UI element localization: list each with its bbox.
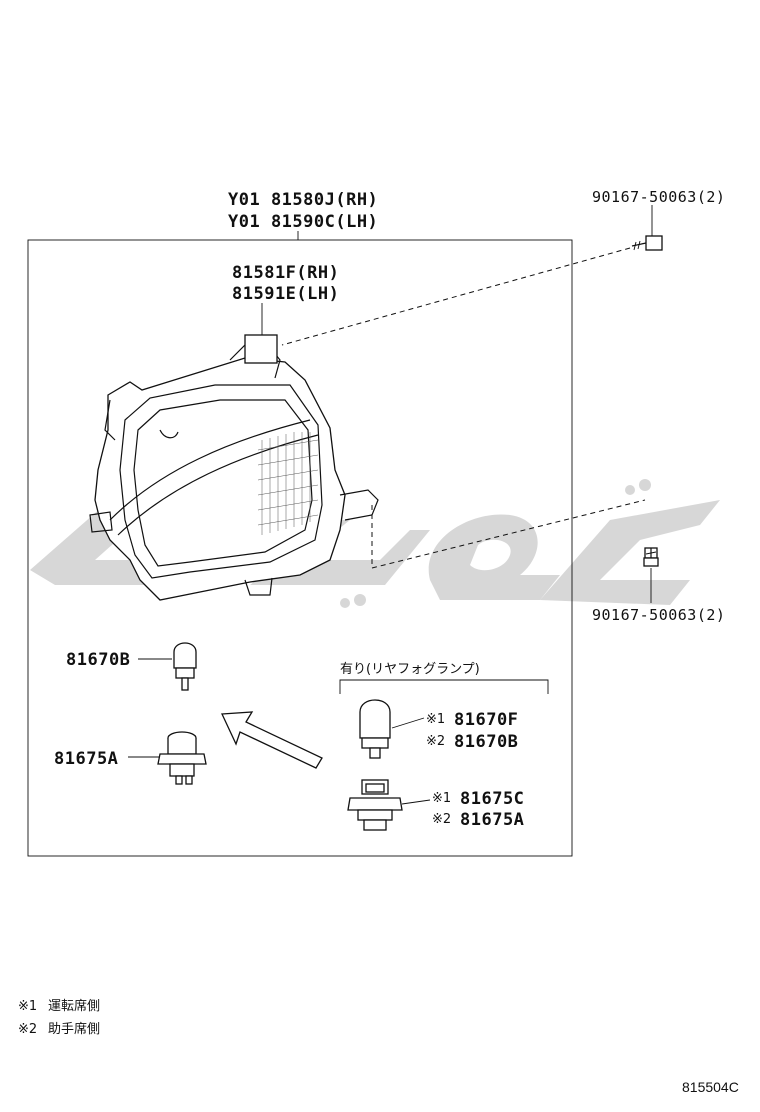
screw-top-guide-line — [281, 247, 631, 346]
screw-bottom-part-number: 90167-50063(2) — [592, 606, 725, 624]
screw-top-part-number: 90167-50063(2) — [592, 188, 725, 206]
socket-right-icon — [347, 779, 403, 831]
note-1-mark: ※1 — [18, 999, 37, 1014]
bulb-right-mark-1: ※1 — [426, 712, 445, 727]
option-bracket — [339, 679, 549, 694]
socket-left-part-number: 81675A — [54, 749, 118, 769]
bulb-right-part-number-1: 81670F — [454, 710, 518, 730]
screw-top-icon — [631, 235, 663, 251]
bulb-right-leader — [391, 717, 425, 729]
bulb-left-part-number: 81670B — [66, 650, 130, 670]
lens-part-number-lh: 81591E(LH) — [232, 284, 339, 304]
assembly-part-number-rh: Y01 81580J(RH) — [228, 190, 378, 210]
note-1-text: 運転席側 — [48, 998, 100, 1014]
option-header: 有り(リヤフォグランプ) — [340, 662, 480, 677]
lens-part-number-rh: 81581F(RH) — [232, 263, 339, 283]
socket-right-leader — [401, 799, 431, 805]
assembly-frame — [27, 239, 573, 857]
side-mounting-tab — [339, 489, 379, 521]
lens-hatch — [257, 432, 319, 535]
bulb-right-mark-2: ※2 — [426, 734, 445, 749]
lens-mounting-tab — [244, 334, 278, 364]
socket-right-part-number-2: 81675A — [460, 810, 524, 830]
socket-right-part-number-1: 81675C — [460, 789, 524, 809]
diagram-code: 815504C — [682, 1079, 739, 1095]
fog-lamp-housing — [89, 334, 379, 601]
socket-left-icon — [157, 731, 207, 785]
assembly-part-number-lh: Y01 81590C(LH) — [228, 212, 378, 232]
socket-right-mark-1: ※1 — [432, 791, 451, 806]
bulb-right-part-number-2: 81670B — [454, 732, 518, 752]
socket-right-mark-2: ※2 — [432, 812, 451, 827]
note-2-mark: ※2 — [18, 1022, 37, 1037]
bulb-left-icon — [173, 642, 197, 691]
screw-bottom-guide-line — [371, 499, 646, 569]
direction-arrow-icon — [221, 711, 323, 769]
screw-bottom-icon — [643, 547, 659, 567]
bulb-right-icon — [359, 699, 391, 759]
note-2-text: 助手席側 — [48, 1021, 100, 1037]
